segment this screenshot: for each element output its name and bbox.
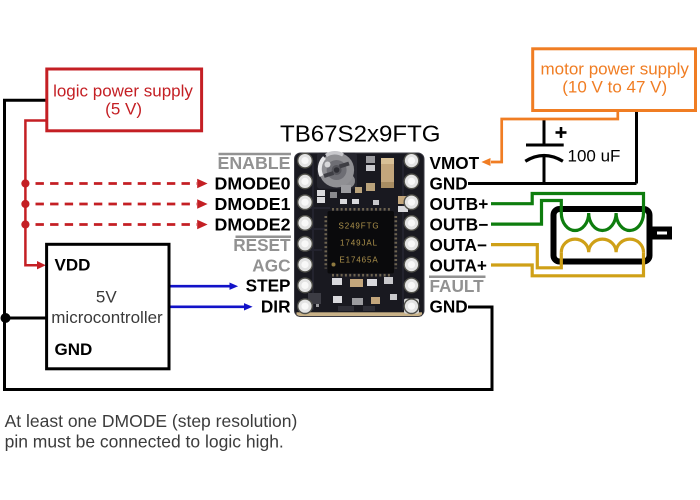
svg-text:GND: GND <box>430 296 468 316</box>
svg-text:motor power supply: motor power supply <box>541 59 690 78</box>
svg-text:5V: 5V <box>96 288 117 307</box>
svg-text:DMODE2: DMODE2 <box>215 214 291 234</box>
svg-text:logic power supply: logic power supply <box>53 82 193 101</box>
svg-text:(5 V): (5 V) <box>105 100 142 119</box>
svg-text:OUTA−: OUTA− <box>430 235 487 255</box>
svg-text:microcontroller: microcontroller <box>51 308 163 327</box>
svg-text:TB67S2x9FTG: TB67S2x9FTG <box>280 121 441 147</box>
svg-text:E17465A: E17465A <box>339 256 378 265</box>
svg-text:VDD: VDD <box>55 255 91 274</box>
svg-text:GND: GND <box>430 173 468 193</box>
svg-text:ENABLE: ENABLE <box>218 153 291 173</box>
svg-text:OUTB−: OUTB− <box>430 214 489 234</box>
svg-text:FAULT: FAULT <box>430 276 485 296</box>
svg-text:GND: GND <box>55 340 93 359</box>
svg-text:1749JAL: 1749JAL <box>340 239 378 248</box>
svg-text:OUTA+: OUTA+ <box>430 255 487 275</box>
svg-text:S249FTG: S249FTG <box>339 222 380 231</box>
svg-text:RESET: RESET <box>233 235 291 255</box>
svg-text:100 uF: 100 uF <box>568 147 621 166</box>
svg-text:DMODE1: DMODE1 <box>215 194 291 214</box>
svg-text:STEP: STEP <box>246 275 291 295</box>
svg-text:At least one DMODE (step resol: At least one DMODE (step resolution) <box>5 411 298 431</box>
svg-text:(10 V to 47 V): (10 V to 47 V) <box>562 77 667 96</box>
svg-text:AGC: AGC <box>252 255 290 275</box>
svg-text:pin must be connected to logic: pin must be connected to logic high. <box>5 431 284 451</box>
svg-text:DIR: DIR <box>261 296 291 316</box>
svg-text:VMOT: VMOT <box>430 153 480 173</box>
svg-text:DMODE0: DMODE0 <box>215 173 291 193</box>
svg-text:OUTB+: OUTB+ <box>430 194 489 214</box>
